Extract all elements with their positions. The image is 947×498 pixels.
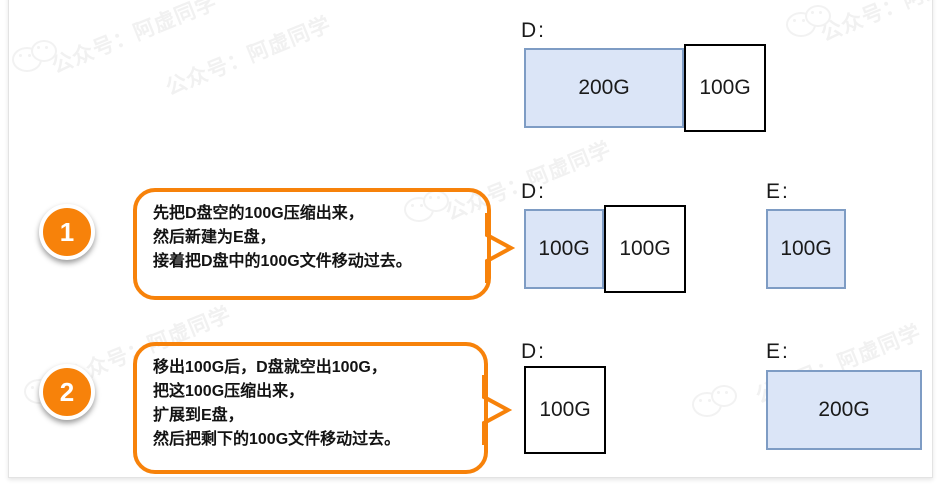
disk-partition-box: 100G (524, 366, 606, 454)
step-1-callout: 先把D盘空的100G压缩出来， 然后新建为E盘， 接着把D盘中的100G文件移动… (133, 188, 491, 300)
disk-partition-box: 100G (524, 209, 604, 289)
drive-label-d: D: (521, 180, 546, 203)
disk-partition-box: 100G (604, 205, 686, 293)
step-1-callout-text: 先把D盘空的100G压缩出来， 然后新建为E盘， 接着把D盘中的100G文件移动… (153, 205, 412, 270)
drive-label-d: D: (521, 340, 546, 363)
step-2-callout: 移出100G后，D盘就空出100G， 把这100G压缩出来， 扩展到E盘， 然后… (133, 342, 488, 474)
drive-label-d: D: (521, 19, 546, 42)
step-badge-1: 1 (39, 204, 95, 260)
disk-partition-box: 200G (766, 370, 922, 450)
watermark-text: 公众号：阿虚同学 (162, 12, 335, 101)
watermark-text: 公众号：阿虚同学 (817, 0, 947, 47)
drive-label-e: E: (766, 340, 790, 363)
drive-label-e: E: (766, 180, 790, 203)
watermark-text: 公众号：阿虚同学 (48, 0, 221, 79)
disk-partition-box: 100G (684, 44, 766, 132)
disk-partition-box: 200G (524, 48, 684, 128)
disk-partition-box: 100G (766, 209, 846, 289)
step-2-callout-text: 移出100G后，D盘就空出100G， 把这100G压缩出来， 扩展到E盘， 然后… (153, 359, 401, 448)
step-badge-2: 2 (39, 364, 95, 420)
